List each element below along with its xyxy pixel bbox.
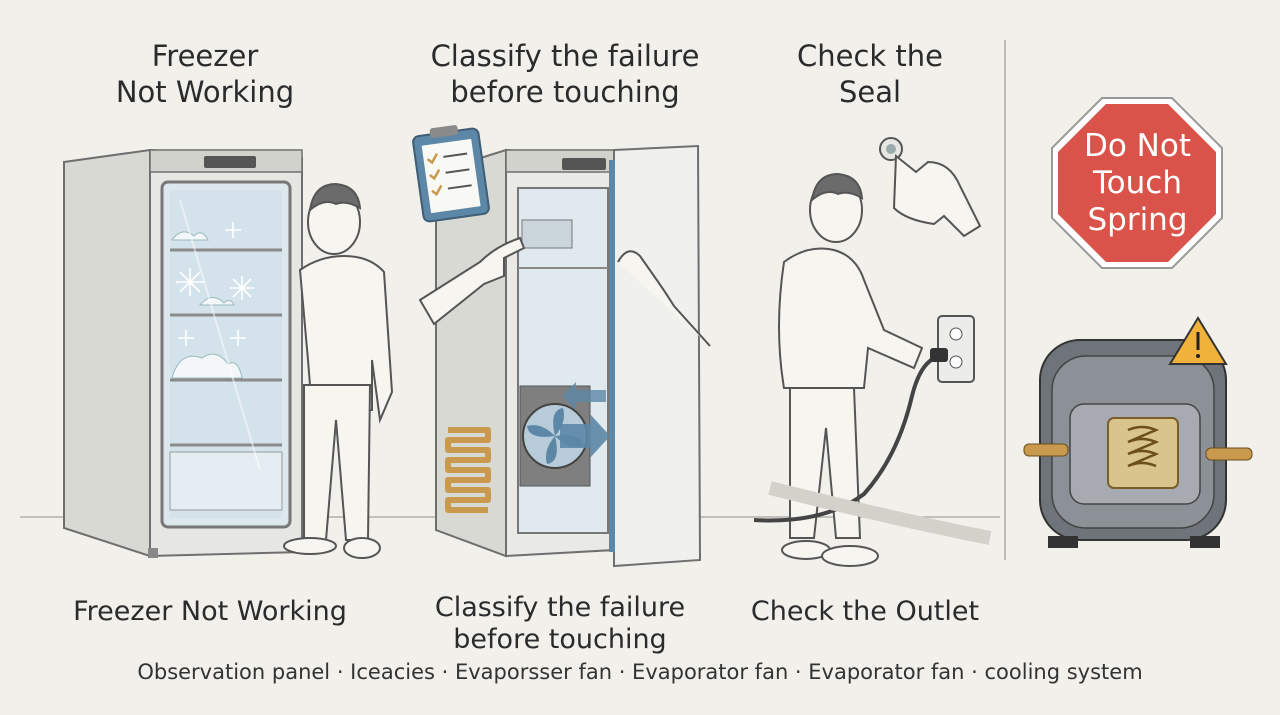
- baseboard: [768, 481, 992, 545]
- freezer-1-illustration: [63, 148, 303, 558]
- footer-labels: Observation panel · Iceacies · Evaporsse…: [137, 660, 1143, 684]
- panel-2-title: Classify the failure before touching: [430, 39, 700, 109]
- panel-3-title: Check the Seal: [796, 39, 944, 109]
- stop-sign-text: Do Not Touch Spring: [1083, 128, 1191, 238]
- compressor-illustration: [1023, 316, 1253, 548]
- panel-1-title: Freezer Not Working: [115, 39, 295, 109]
- panel-3-caption: Check the Outlet: [750, 596, 980, 627]
- stop-sign-illustration: [1051, 97, 1223, 269]
- wall-outlet-illustration: [753, 315, 975, 523]
- person-1-illustration: [283, 182, 394, 559]
- panel-divider: [1004, 40, 1006, 560]
- seal-button-hand-illustration: [879, 137, 982, 238]
- clipboard-illustration: [412, 125, 490, 223]
- freezer-2-illustration: [418, 144, 711, 568]
- panel-1-caption: Freezer Not Working: [73, 596, 347, 627]
- panel-2-caption: Classify the failure before touching: [434, 592, 686, 655]
